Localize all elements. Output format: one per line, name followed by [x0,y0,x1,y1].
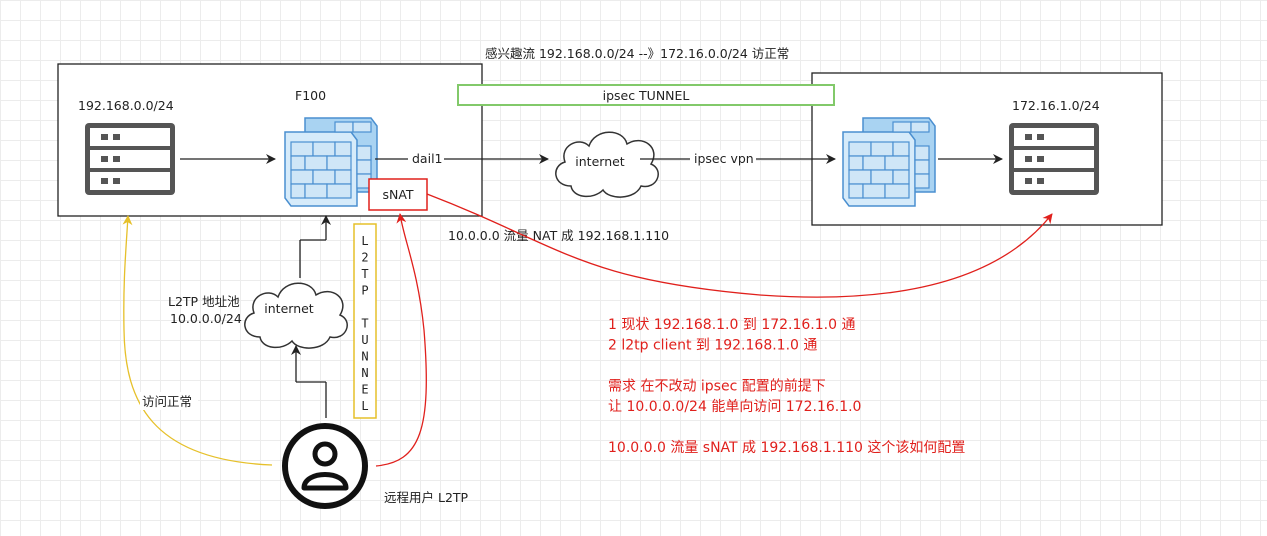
nat-annotation: 10.0.0.0 流量 NAT 成 192.168.1.110 [448,228,669,243]
note-line: 1 现状 192.168.1.0 到 172.16.1.0 通 [608,317,855,333]
l2tp-tunnel-box [353,223,377,419]
dail1-label-bg [408,150,444,166]
firewall-f100-label: F100 [295,88,326,103]
snat-box-label: sNAT [382,187,413,202]
top-caption: 感兴趣流 192.168.0.0/24 --》172.16.0.0/24 访正常 [485,46,789,61]
l2tp-tunnel-letter: P [361,284,368,298]
red-curve-snat-to-right [426,193,1053,298]
note-line: 10.0.0.0 流量 sNAT 成 192.168.1.110 这个该如何配置 [608,439,965,456]
snat-box [368,178,428,211]
remote-user-icon [282,423,368,509]
remote-user-label: 远程用户 L2TP [384,490,469,505]
l2tp-tunnel-letter: E [361,383,368,397]
ipsec-tunnel-bar [457,84,835,106]
ipsec-vpn-label: ipsec vpn [694,151,754,166]
access-ok-label: 访问正常 [142,394,192,409]
ipsec-vpn-label-bg [690,150,756,166]
left-subnet-label: 192.168.0.0/24 [78,98,174,113]
dail1-label: dail1 [412,151,443,166]
l2tp-tunnel-letter: T [361,317,368,331]
left-server-icon [85,123,175,195]
note-line: 让 10.0.0.0/24 能单向访问 172.16.1.0 [608,399,861,415]
requirements-notes: 1 现状 192.168.1.0 到 172.16.1.0 通 2 l2tp cl… [608,317,965,456]
red-curve-user-to-snat [375,213,427,467]
l2tp-tunnel-letter: 2 [361,251,368,265]
yellow-curve-user-to-left-site [122,215,273,466]
l2tp-pool-line2: 10.0.0.0/24 [170,311,242,326]
note-line: 2 l2tp client 到 192.168.1.0 通 [608,338,817,354]
ipsec-tunnel-label: ipsec TUNNEL [603,88,690,103]
right-server-icon [1009,123,1099,195]
access-ok-label-bg [140,392,198,410]
l2tp-tunnel-letter: T [361,267,368,281]
l2tp-tunnel-letter: L [361,399,368,413]
l2tp-tunnel-letter: U [361,333,368,347]
l2tp-tunnel-letter: N [361,350,368,364]
note-line: 需求 在不改动 ipsec 配置的前提下 [608,378,826,395]
right-subnet-label: 172.16.1.0/24 [1012,98,1100,113]
l2tp-tunnel-letter: N [361,366,368,380]
internet-l2tp-label: internet [264,301,314,316]
internet-main-label: internet [575,154,625,169]
l2tp-pool-line1: L2TP 地址池 [168,294,240,309]
l2tp-tunnel-letter: L [361,234,368,248]
